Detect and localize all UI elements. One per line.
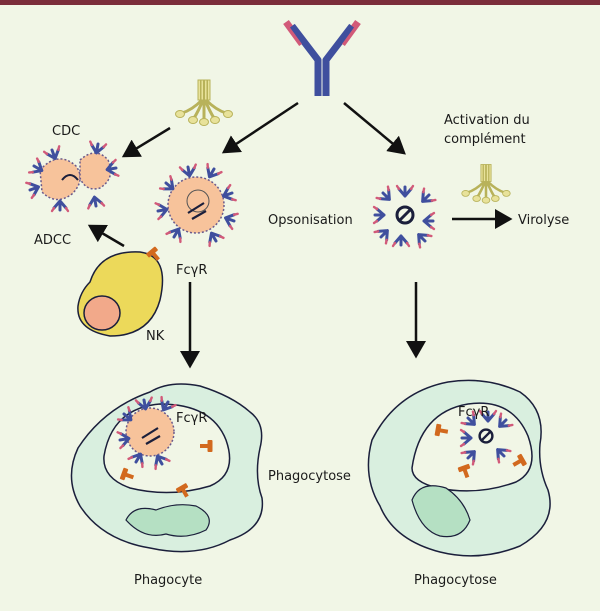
arrow-to-infected-cell: [221, 101, 299, 154]
label-cdc: CDC: [52, 124, 80, 139]
phagocyte-left: [70, 383, 264, 553]
label-activation-line2: complément: [444, 132, 526, 147]
phagocyte-right: [367, 379, 551, 557]
lysed-cell-fragments: [24, 140, 120, 213]
arrow-nk-to-adcc: [87, 224, 125, 248]
label-phagocyte: Phagocyte: [134, 573, 202, 588]
opsonized-virus: [372, 184, 437, 249]
label-fcgr-mid-right: FcγR: [458, 405, 489, 420]
complement-c1q-right-icon: [460, 163, 512, 205]
nk-cell: [77, 246, 164, 337]
label-activation-line1: Activation du: [444, 113, 530, 128]
opsonized-infected-cell: [154, 162, 240, 248]
central-antibody: [283, 19, 361, 96]
label-adcc: ADCC: [34, 233, 71, 248]
arrow-to-cdc: [121, 126, 171, 158]
arrow-to-virus: [343, 102, 406, 155]
top-border: [0, 0, 600, 5]
complement-c1q-icon: [174, 78, 234, 127]
label-virolyse: Virolyse: [518, 213, 569, 228]
label-phagocytose-mid: Phagocytose: [268, 469, 351, 484]
label-fcgr-mid-left: FcγR: [176, 411, 207, 426]
label-phagocytose-bottom: Phagocytose: [414, 573, 497, 588]
label-nk: NK: [146, 329, 165, 344]
label-fcgr-top: FcγR: [176, 263, 207, 278]
label-opsonisation: Opsonisation: [268, 213, 353, 228]
